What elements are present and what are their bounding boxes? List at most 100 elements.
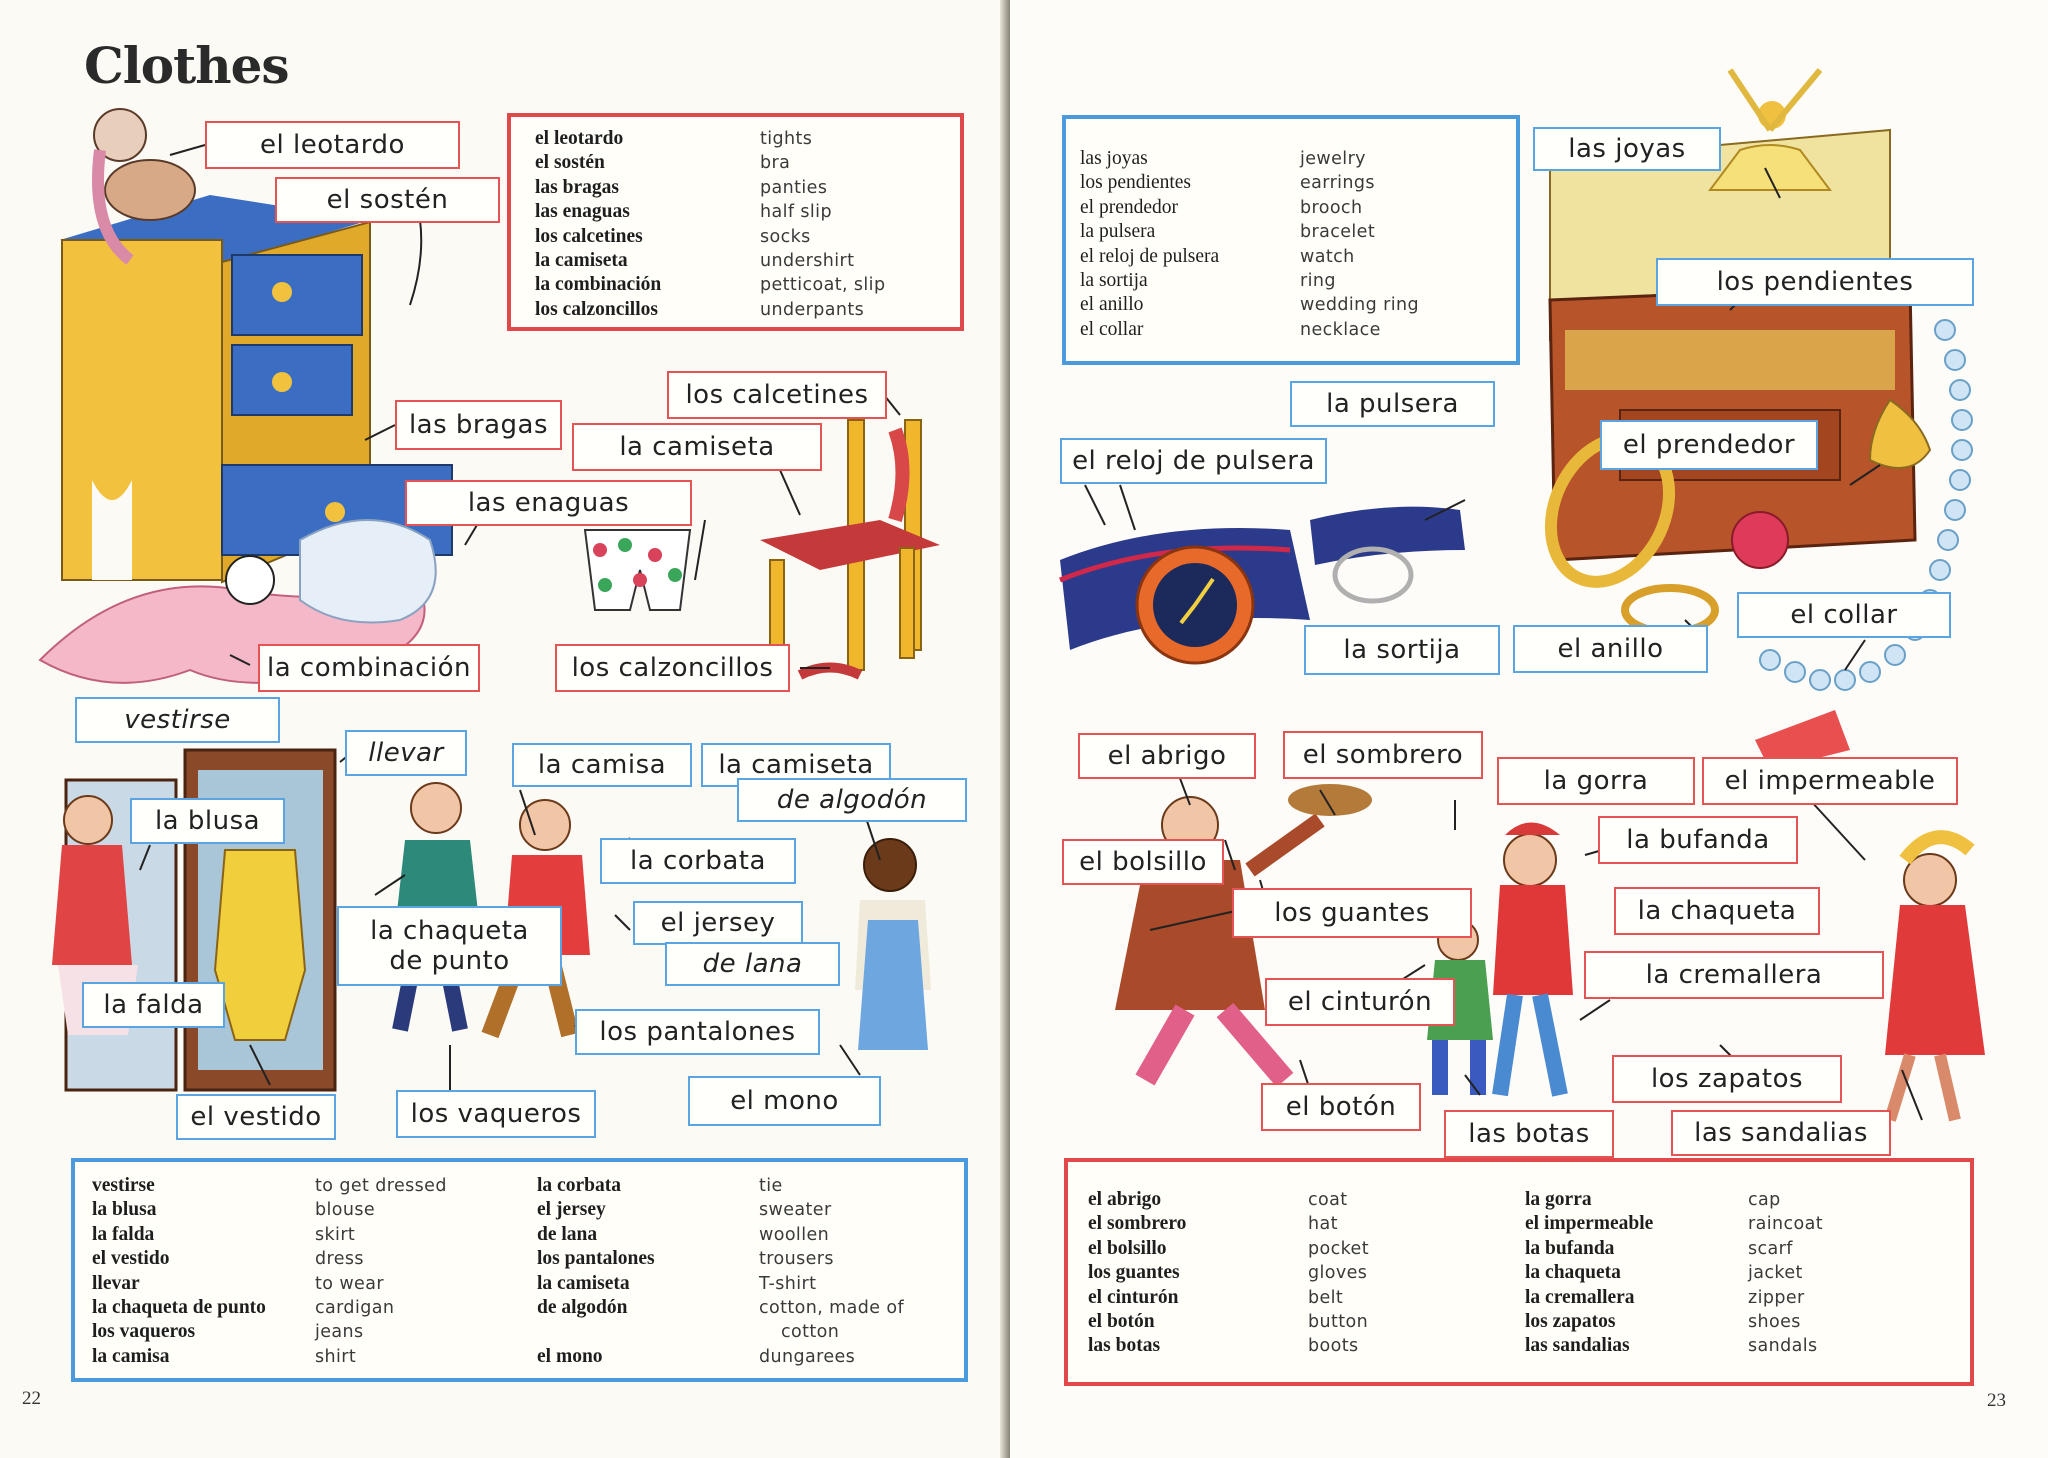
vocab-translation: blouse xyxy=(315,1200,376,1221)
vocab-term: la falda xyxy=(92,1223,155,1245)
label-las-sandalias: las sandalias xyxy=(1671,1110,1891,1156)
label-la-gorra: la gorra xyxy=(1497,757,1695,805)
vocab-translation: shoes xyxy=(1748,1312,1801,1333)
ballerina-illustration xyxy=(1708,68,1832,191)
vocab-term: los vaqueros xyxy=(92,1321,196,1343)
label-la-camisa: la camisa xyxy=(512,743,692,787)
outerwear-english-column-1: coat hat pocket gloves belt button boots xyxy=(1308,1188,1369,1359)
outerwear-english-column-2: cap raincoat scarf jacket zipper shoes s… xyxy=(1748,1188,1823,1359)
vocab-translation: cap xyxy=(1748,1190,1781,1210)
cat-illustration xyxy=(92,108,196,265)
label-la-pulsera: la pulsera xyxy=(1290,381,1495,427)
label-la-camiseta: la camiseta xyxy=(572,423,822,471)
label-la-bufanda: la bufanda xyxy=(1598,816,1798,864)
vocab-term: el impermeable xyxy=(1525,1213,1654,1235)
chest-of-drawers-illustration xyxy=(60,195,453,584)
label-las-botas: las botas xyxy=(1444,1110,1614,1158)
vocab-term: los pendientes xyxy=(1080,172,1192,194)
vocab-term: el bolsillo xyxy=(1088,1237,1167,1259)
label-la-cremallera: la cremallera xyxy=(1584,951,1884,999)
page-left: Clothes el leotardo el sostén las bragas… xyxy=(0,0,1010,1458)
heart-locket-illustration xyxy=(1868,398,1932,469)
vocab-translation: to get dressed xyxy=(315,1176,447,1196)
vocab-translation: bra xyxy=(760,153,791,174)
vocab-term: el sombrero xyxy=(1088,1213,1187,1235)
man-coat-illustration xyxy=(1115,784,1372,1088)
label-el-prendedor: el prendedor xyxy=(1600,420,1818,470)
outerwear-vocabulary-box: el abrigo el sombrero el bolsillo los gu… xyxy=(1064,1158,1974,1386)
ring-illustration xyxy=(1332,546,1414,604)
vocab-translation: tights xyxy=(760,129,813,149)
vocab-term: el jersey xyxy=(537,1199,606,1221)
vocab-term: la cremallera xyxy=(1525,1286,1635,1308)
label-las-joyas: las joyas xyxy=(1533,127,1721,171)
label-los-zapatos: los zapatos xyxy=(1612,1055,1842,1103)
vocab-term: la chaqueta xyxy=(1525,1262,1621,1284)
label-la-corbata: la corbata xyxy=(600,838,796,884)
vocab-translation: hat xyxy=(1308,1214,1338,1235)
label-el-mono: el mono xyxy=(688,1076,881,1126)
label-el-sombrero: el sombrero xyxy=(1283,731,1483,779)
vocab-term: las joyas xyxy=(1080,148,1148,169)
vocab-term: el vestido xyxy=(92,1248,170,1270)
clothes-english-column-1: to get dressed blouse skirt dress to wea… xyxy=(315,1174,447,1369)
label-el-impermeable: el impermeable xyxy=(1702,757,1958,805)
label-la-sortija: la sortija xyxy=(1304,625,1500,675)
vocab-translation: coat xyxy=(1308,1190,1348,1210)
vocab-term: los calzoncillos xyxy=(535,298,658,320)
vocab-translation: sandals xyxy=(1748,1336,1818,1357)
vocab-translation: cotton, made of xyxy=(759,1298,905,1319)
underpants-illustration xyxy=(583,529,692,611)
vocab-term: el prendedor xyxy=(1080,196,1178,218)
label-el-collar: el collar xyxy=(1737,592,1951,638)
vocab-term: las botas xyxy=(1088,1335,1161,1357)
jewelry-spanish-column: las joyas los pendientes el prendedor la… xyxy=(1080,147,1219,342)
label-el-abrigo: el abrigo xyxy=(1078,733,1256,779)
vocab-term: de lana xyxy=(537,1223,598,1245)
vocab-translation: button xyxy=(1308,1312,1369,1333)
boy-dungarees-illustration xyxy=(855,838,931,1050)
jewelry-box-illustration xyxy=(1548,128,1917,569)
label-el-jersey: el jersey xyxy=(633,901,803,945)
vocab-term: vestirse xyxy=(92,1175,155,1196)
vocab-term: la combinación xyxy=(535,274,662,296)
label-el-leotardo: el leotardo xyxy=(205,121,460,169)
vocab-term: la bufanda xyxy=(1525,1237,1615,1259)
vocab-term: de algodón xyxy=(537,1297,628,1319)
vocab-term: los zapatos xyxy=(1525,1311,1616,1333)
vocab-translation: T-shirt xyxy=(759,1273,817,1294)
vocab-term: las bragas xyxy=(535,176,619,198)
vocab-term: la camiseta xyxy=(537,1272,630,1294)
label-las-bragas: las bragas xyxy=(395,400,562,450)
vocab-term: la blusa xyxy=(92,1199,157,1221)
outerwear-spanish-column-2: la gorra el impermeable la bufanda la ch… xyxy=(1525,1188,1653,1359)
underwear-spanish-column: el leotardo el sostén las bragas las ena… xyxy=(535,127,661,322)
underwear-english-column: tights bra panties half slip socks under… xyxy=(760,127,885,322)
vocab-translation: cardigan xyxy=(315,1298,395,1319)
vocab-translation: undershirt xyxy=(760,251,855,272)
vocab-translation: necklace xyxy=(1300,319,1381,340)
vocab-term: los calcetines xyxy=(535,225,643,247)
vocab-translation: brooch xyxy=(1300,197,1363,218)
vocab-term xyxy=(537,1320,655,1344)
clothes-english-column-2: tie sweater woollen trousers T-shirt cot… xyxy=(759,1174,904,1369)
vocab-term: la chaqueta de punto xyxy=(92,1297,266,1319)
label-los-pantalones: los pantalones xyxy=(575,1009,820,1055)
clothes-spanish-column-1: vestirse la blusa la falda el vestido ll… xyxy=(92,1174,266,1369)
vocab-term: el abrigo xyxy=(1088,1189,1162,1210)
vocab-translation: shirt xyxy=(315,1346,357,1367)
label-los-calzoncillos: los calzoncillos xyxy=(555,644,790,692)
outerwear-spanish-column-1: el abrigo el sombrero el bolsillo los gu… xyxy=(1088,1188,1186,1359)
vocab-term: la pulsera xyxy=(1080,221,1156,243)
vocab-term: el leotardo xyxy=(535,128,624,149)
label-line: de punto xyxy=(389,946,510,976)
label-la-falda: la falda xyxy=(82,982,225,1028)
vocab-term: el reloj de pulsera xyxy=(1080,245,1220,267)
underwear-vocabulary-box: el leotardo el sostén las bragas las ena… xyxy=(507,113,964,331)
vocab-translation: bracelet xyxy=(1300,222,1376,243)
vocab-translation: gloves xyxy=(1308,1263,1368,1284)
label-los-guantes: los guantes xyxy=(1232,888,1472,938)
label-de-lana: de lana xyxy=(665,942,840,986)
boy-cap-illustration xyxy=(1492,822,1573,1097)
vocab-term: la sortija xyxy=(1080,270,1148,292)
